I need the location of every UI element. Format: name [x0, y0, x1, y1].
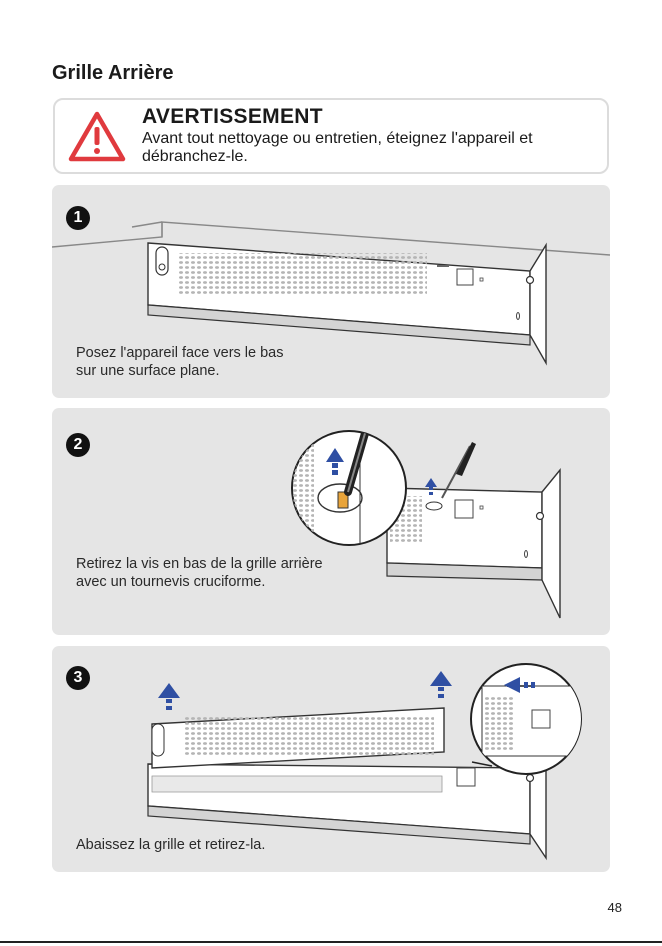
step-1-number: 1: [66, 206, 90, 230]
step-1-caption: Posez l'appareil face vers le bas sur un…: [76, 344, 284, 380]
step-2-caption: Retirez la vis en bas de la grille arriè…: [76, 555, 323, 591]
caption-line: Posez l'appareil face vers le bas: [76, 344, 284, 362]
page-number: 48: [608, 900, 622, 915]
step-1-panel: 1 Posez l'appareil face vers le bas sur …: [52, 185, 610, 398]
warning-heading: AVERTISSEMENT: [142, 105, 323, 129]
caption-line: avec un tournevis cruciforme.: [76, 573, 323, 591]
caption-line: Abaissez la grille et retirez-la.: [76, 836, 265, 854]
section-title: Grille Arrière: [52, 62, 174, 85]
step-3-caption: Abaissez la grille et retirez-la.: [76, 836, 265, 854]
warning-box: AVERTISSEMENT Avant tout nettoyage ou en…: [53, 98, 609, 174]
caption-line: Retirez la vis en bas de la grille arriè…: [76, 555, 323, 573]
step-2-panel: 2 Retirez la vis en bas de la grille arr…: [52, 408, 610, 635]
caption-line: sur une surface plane.: [76, 362, 284, 380]
step-2-number: 2: [66, 433, 90, 457]
bottom-divider: [0, 941, 662, 943]
step-2-illustration: [52, 408, 610, 635]
step-3-number: 3: [66, 666, 90, 690]
warning-triangle-icon: [67, 110, 127, 164]
warning-text: Avant tout nettoyage ou entretien, éteig…: [142, 130, 602, 166]
step-3-panel: 3 Abaissez la grille et retirez-la.: [52, 646, 610, 872]
